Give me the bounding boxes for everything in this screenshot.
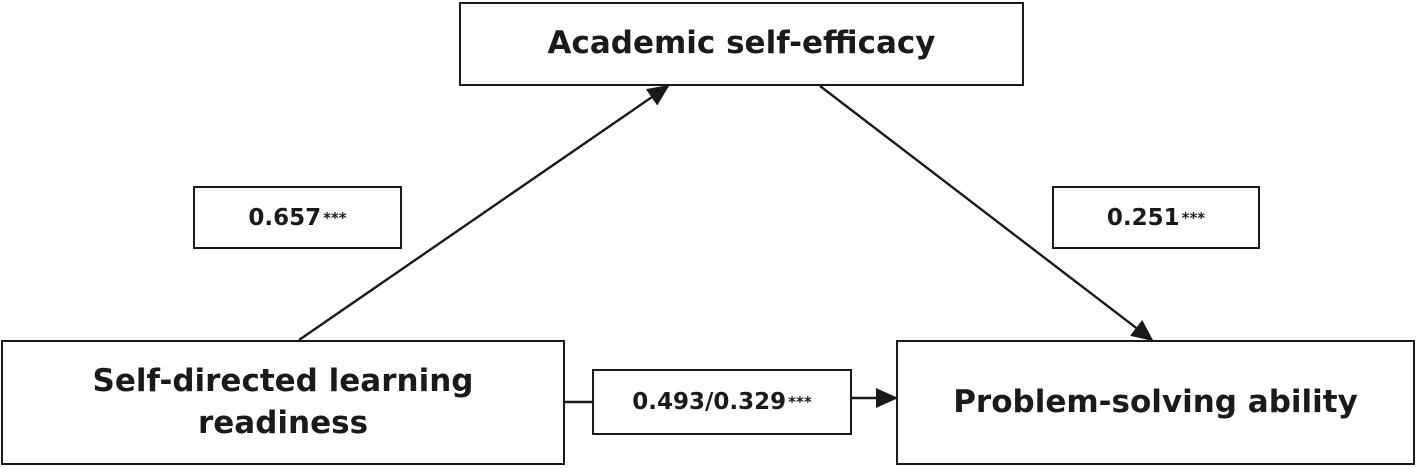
arrow-ase-to-psa xyxy=(819,85,1154,342)
coefficient-value: 0.493/0.329 xyxy=(632,389,787,415)
self-directed-label-line2: readiness xyxy=(197,404,369,441)
coefficient-sdl-to-ase: 0.657*** xyxy=(193,186,402,249)
academic-self-efficacy-label: Academic self-efficacy xyxy=(547,25,936,62)
problem-solving-ability-label: Problem-solving ability xyxy=(953,383,1358,420)
self-directed-label-line1: Self-directed learning xyxy=(92,362,474,399)
coefficient-value: 0.251 xyxy=(1106,204,1180,231)
significance-stars: *** xyxy=(323,208,347,227)
academic-self-efficacy-box: Academic self-efficacy xyxy=(459,2,1024,86)
arrow-sdl-to-ase xyxy=(298,84,670,341)
coefficient-value: 0.657 xyxy=(248,204,322,231)
coefficient-ase-to-psa: 0.251*** xyxy=(1052,186,1260,249)
coefficient-sdl-to-psa: 0.493/0.329*** xyxy=(592,369,852,435)
significance-stars: *** xyxy=(1181,208,1206,227)
problem-solving-ability-box: Problem-solving ability xyxy=(896,340,1415,465)
self-directed-learning-readiness-box: Self-directed learning readiness xyxy=(1,340,565,465)
significance-stars: *** xyxy=(788,393,812,411)
